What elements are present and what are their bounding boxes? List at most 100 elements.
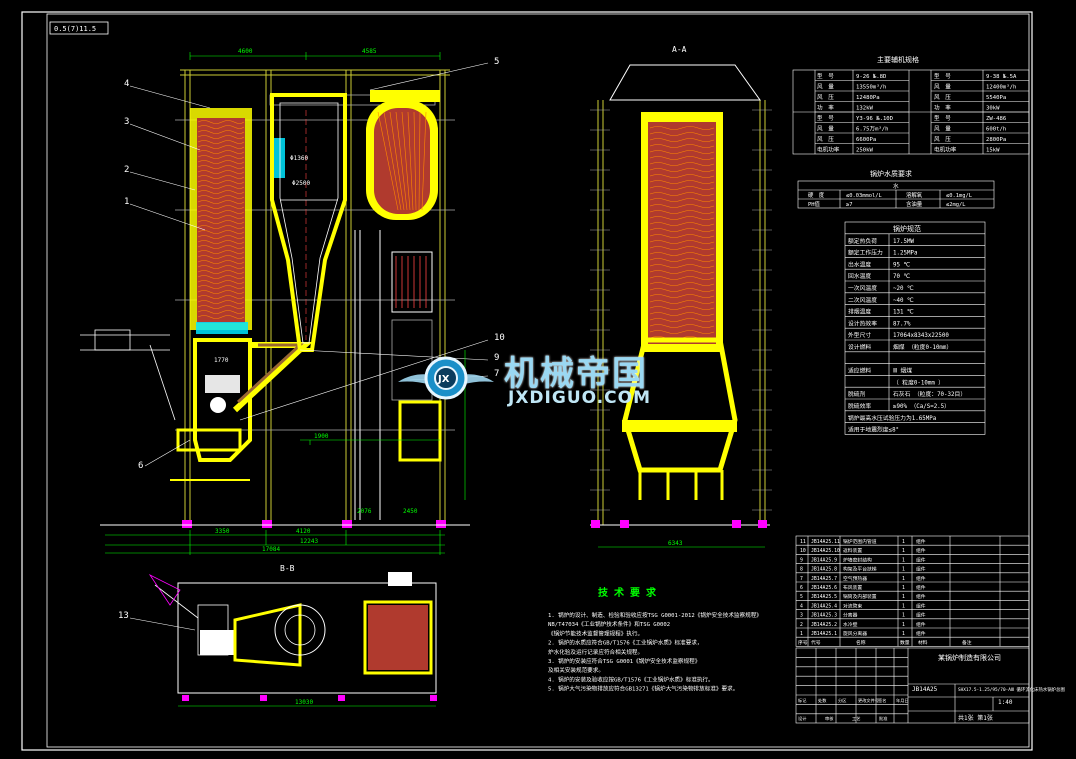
table1-cell: 30kW [986, 106, 1000, 112]
foundation-mark [262, 520, 272, 528]
tube-wave [197, 305, 245, 309]
table1-cell: 风 压 [817, 94, 834, 101]
table1-cell: 600t/h [986, 127, 1006, 133]
tb-scale: 1:40 [998, 699, 1013, 706]
tube-wave [197, 285, 245, 289]
parts-cell: 1 [902, 603, 905, 609]
tube-wave [197, 255, 245, 259]
frame-label: 0.5(7)11.5 [54, 25, 96, 33]
parts-header: 材料 [918, 639, 928, 646]
table3-value: Ⅲ 烟煤 [893, 367, 912, 375]
table3-value: （ 粒度0-10mm ） [893, 378, 944, 386]
parts-cell: 4 [800, 603, 803, 609]
tube-wave [197, 130, 245, 134]
parts-cell: 1 [902, 576, 905, 582]
tube-wave [197, 295, 245, 299]
table2-cell: PH值 [808, 200, 820, 208]
table3-value: 87.7% [893, 321, 911, 327]
tube-wave [649, 156, 715, 160]
tube-wave [649, 186, 715, 190]
table3-key: 设计燃料 [848, 343, 871, 351]
table3-value: 70 ℃ [893, 274, 910, 280]
note-line: NB/T47034《工业锅炉技术条件》和TSG G0002 [548, 620, 670, 628]
dim-height-3: 2450 [403, 508, 418, 515]
note-line: 炉水化验及运行记录应符合相关规程。 [548, 648, 643, 656]
table3-key: 额定热负荷 [848, 237, 877, 245]
tube-wave [649, 210, 715, 214]
tube-wave [197, 230, 245, 234]
tube-wave [649, 228, 715, 232]
tube-wave [649, 168, 715, 172]
parts-cell: 10 [800, 548, 806, 554]
table3-value: 石灰石 （粒度：70-32目） [893, 390, 966, 398]
section-aa-view: A-A 6343 [590, 45, 772, 548]
note-line: 2. 锅炉的水质应符合GB/T1576《工业锅炉水质》标准要求， [548, 639, 703, 647]
table1-cell: 风 量 [934, 126, 951, 133]
table1-cell: 型 号 [817, 114, 834, 122]
parts-cell: 对流管束 [843, 602, 862, 609]
table1-cell: 风 压 [934, 94, 951, 101]
parts-cell: JB14A25.6 [811, 585, 837, 591]
tube-wave [197, 135, 245, 139]
table3-key: 脱硫效率 [848, 402, 871, 410]
parts-cell: 1 [902, 567, 905, 573]
note-line: 5. 锅炉大气污染物排放应符合GB13271《锅炉大气污染物排放标准》要求。 [548, 685, 738, 693]
table1-cell: 6600Pa [856, 137, 876, 143]
parts-cell: 1 [902, 622, 905, 628]
outer-frame [21, 11, 1033, 751]
parts-cell: JB14A25.4 [811, 603, 837, 609]
tube-wave [197, 270, 245, 274]
table1-cell: 13550m³/h [856, 84, 886, 91]
tube-wave [197, 170, 245, 174]
table1-cell: ZW-486 [986, 116, 1006, 122]
note-line: 《锅炉节能技术监督管理规程》执行。 [548, 629, 643, 637]
parts-cell: 分离器 [843, 612, 858, 619]
table1-title: 主要辅机规格 [877, 55, 919, 64]
table2-cell: ≤2mg/L [946, 202, 965, 208]
parts-header: 序号 [798, 639, 808, 646]
parts-cell: 3 [800, 613, 803, 619]
parts-cell: 2 [800, 622, 803, 628]
dim-bottom-b: 4120 [296, 528, 311, 535]
balloon-1: 1 [124, 197, 129, 207]
table1-cell: 风 压 [934, 136, 951, 143]
table3-value: 131 ℃ [893, 310, 914, 316]
table1-cell: 型 号 [934, 114, 951, 122]
tube-wave [197, 265, 245, 269]
parts-cell: JB14A25.5 [811, 594, 837, 600]
note-line: 3. 锅炉的安装应符合TSG G0001《锅炉安全技术监察规程》 [548, 657, 700, 665]
tube-line [421, 111, 427, 211]
table1-cell: 风 量 [817, 126, 834, 133]
tube-wave [197, 275, 245, 279]
table3-key: 二次风温度 [848, 296, 877, 304]
title-block: 某锅炉制造有限公司 JB14A25 SHX17.5-1.25/95/70-AⅢ … [795, 647, 1065, 724]
balloon-3: 3 [124, 117, 129, 127]
table1-cell: 6.75万m³/h [856, 126, 889, 133]
table1-cell: 5540Pa [986, 95, 1006, 101]
tube-wave [649, 234, 715, 238]
tube-wave [197, 215, 245, 219]
parts-cell: 6 [800, 585, 803, 591]
tb-label: 分区 [838, 697, 846, 704]
parts-cell: 1 [800, 631, 803, 637]
table1-cell: Y3-96 №.10D [856, 116, 894, 122]
parts-cell: 空气预热器 [843, 575, 867, 582]
balloon-4: 4 [124, 79, 129, 89]
table1-cell: 电机功率 [817, 146, 840, 154]
dim-cyclone-small: Φ1360 [290, 155, 308, 162]
tb-label: 签名 [878, 697, 886, 704]
tb-label: 标记 [798, 697, 807, 704]
table3-key: 回水温度 [848, 272, 871, 280]
foundation-mark [182, 520, 192, 528]
foundation-mark [732, 520, 741, 528]
table3-key: 排烟温度 [848, 308, 871, 316]
parts-cell: 组件 [916, 621, 926, 628]
balloon-7: 7 [494, 369, 499, 379]
tube-wave [649, 150, 715, 154]
tube-wave [197, 310, 245, 314]
dim-height-1: 1900 [314, 433, 329, 440]
tube-wave [197, 260, 245, 264]
table1-cell: 功 率 [934, 104, 951, 112]
tube-wave [649, 132, 715, 136]
